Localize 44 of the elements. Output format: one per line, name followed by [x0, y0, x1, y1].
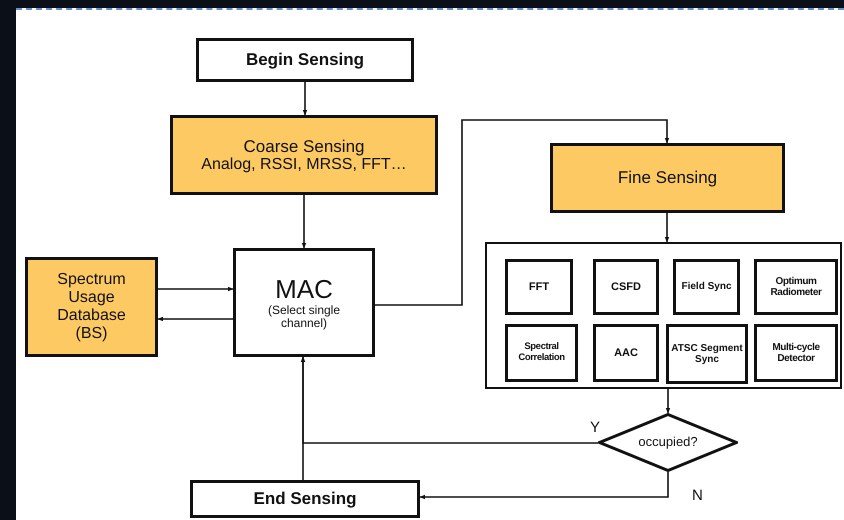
- method-box: [593, 324, 659, 382]
- method-box: [666, 324, 748, 384]
- arrow: [302, 82, 308, 116]
- node-label: Begin Sensing: [246, 50, 364, 70]
- arrow: [375, 119, 670, 306]
- database-box: [25, 257, 158, 357]
- node-label: Coarse Sensing: [244, 136, 364, 156]
- node-label: Spectrum Usage Database (BS): [56, 271, 127, 343]
- node-label: Optimum Radiometer: [769, 276, 823, 298]
- process-box: [233, 248, 375, 357]
- node-label: MAC: [275, 274, 333, 304]
- node-label: CSFD: [611, 280, 641, 294]
- method-box: [673, 259, 740, 315]
- arrow: [158, 286, 234, 292]
- edge-label: N: [690, 488, 705, 503]
- arrow: [419, 472, 669, 500]
- node-sublabel: (Select single channel): [266, 304, 342, 330]
- method-box: [505, 324, 578, 382]
- node-sublabel: Analog, RSSI, MRSS, FFT…: [201, 156, 407, 174]
- node-label: End Sensing: [254, 489, 356, 509]
- process-box: [550, 143, 785, 213]
- edge-label: Y: [588, 420, 602, 435]
- node-label: Fine Sensing: [618, 168, 718, 188]
- method-box: [754, 324, 838, 382]
- start-box: [196, 38, 414, 82]
- node-label: AAC: [614, 346, 638, 360]
- node-label: Spectral Correlation: [517, 342, 566, 364]
- arrow: [157, 316, 233, 322]
- node-label: FFT: [528, 280, 550, 294]
- process-box: [170, 115, 438, 195]
- node-label: Field Sync: [681, 281, 732, 293]
- group-box: [485, 242, 842, 389]
- node-label: Multi-cycle Detector: [771, 342, 821, 364]
- end-box: [190, 480, 420, 518]
- arrow: [666, 389, 670, 414]
- decision-diamond: [598, 413, 738, 472]
- method-box: [593, 259, 659, 315]
- arrow: [664, 213, 670, 243]
- node-label: occupied?: [638, 435, 698, 450]
- arrow: [302, 195, 306, 249]
- node-label: ATSC Segment Sync: [670, 342, 744, 366]
- method-box: [505, 259, 573, 315]
- method-box: [754, 259, 838, 315]
- arrow: [300, 356, 306, 480]
